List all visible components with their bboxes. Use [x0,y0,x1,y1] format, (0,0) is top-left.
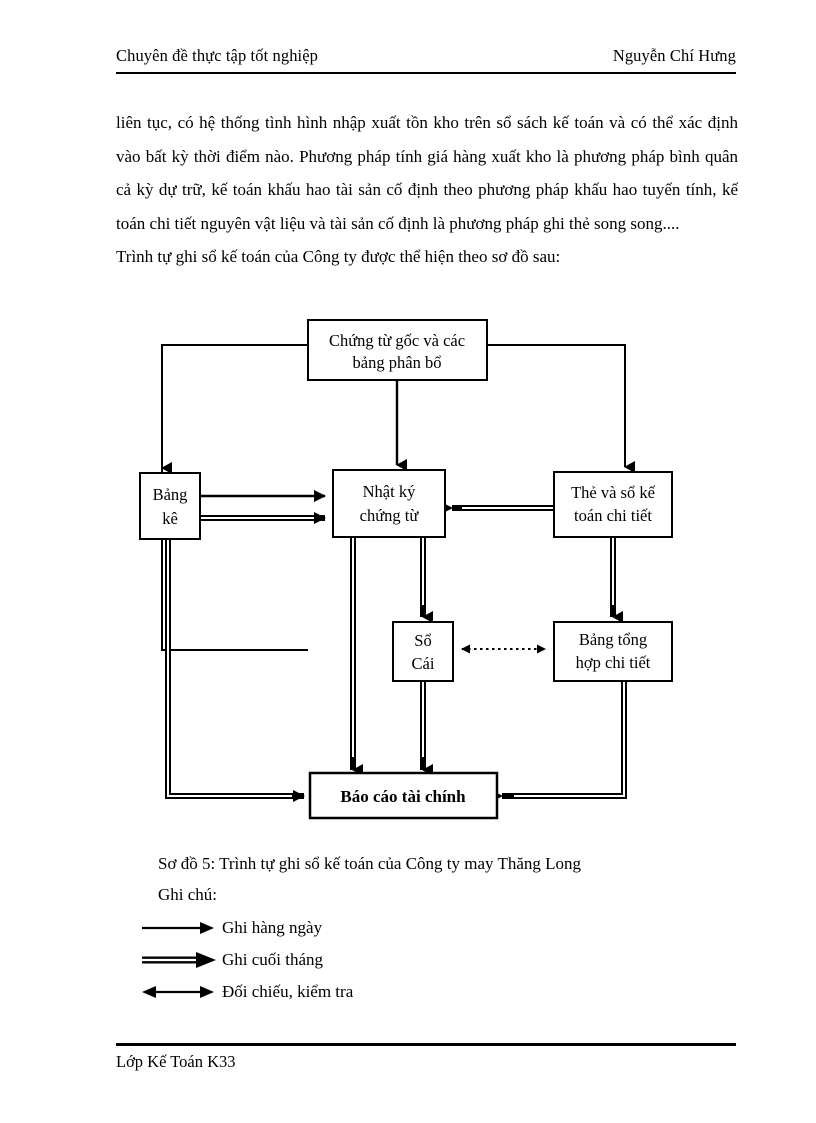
diagram-node-journal[interactable]: Nhật ký chứng từ [332,469,446,538]
node-label-source-docs-line1: Chứng từ gốc và các [329,331,465,350]
double-line-arrow-icon [140,952,218,968]
diagram-legend: Ghi hàng ngày Ghi cuối tháng Đối chi [140,912,560,1008]
node-label-detail-cards-line1: Thẻ và sổ kế [571,483,656,502]
footer-divider [116,1043,736,1046]
header-divider [116,72,736,74]
diagram-node-listing[interactable]: Bảng kê [139,472,201,540]
node-label-journal-line2: chứng từ [360,506,420,525]
node-label-detail-cards-line2: toán chi tiết [574,506,652,525]
diagram-node-summary[interactable]: Bảng tổng hợp chi tiết [553,621,673,682]
node-label-listing-line2: kê [162,509,178,528]
running-header: Chuyên đề thực tập tốt nghiệp Nguyễn Chí… [116,46,736,66]
node-label-summary-line1: Bảng tổng [579,630,647,649]
figure-caption: Sơ đồ 5: Trình tự ghi sổ kế toán của Côn… [158,854,582,873]
node-label-source-docs-line2: bảng phân bổ [353,353,442,372]
single-arrow-icon [140,920,218,936]
legend-label-monthly: Ghi cuối tháng [222,950,324,969]
figure-caption-block: Sơ đồ 5: Trình tự ghi sổ kế toán của Côn… [158,848,581,910]
node-label-summary-line2: hợp chi tiết [576,653,651,672]
legend-heading: Ghi chú: [158,885,218,904]
paragraph-continuation: liên tục, có hệ thống tình hình nhập xuấ… [116,113,738,233]
legend-item-monthly: Ghi cuối tháng [140,944,560,976]
header-left-text: Chuyên đề thực tập tốt nghiệp [116,46,319,65]
legend-item-daily: Ghi hàng ngày [140,912,560,944]
legend-label-reconcile: Đối chiếu, kiểm tra [222,982,354,1001]
footer-text: Lớp Kế Toán K33 [116,1052,236,1071]
bidirectional-arrow-icon [140,984,218,1000]
diagram-node-detail-cards[interactable]: Thẻ và sổ kế toán chi tiết [553,471,673,538]
legend-item-reconcile: Đối chiếu, kiểm tra [140,976,560,1008]
edge-source-to-detail-cards [487,344,635,473]
node-label-ledger-line1: Sổ [414,631,431,650]
diagram-node-source-documents[interactable]: Chứng từ gốc và các bảng phân bổ [307,319,488,381]
legend-label-daily: Ghi hàng ngày [222,918,323,937]
paragraph-diagram-lead-in: Trình tự ghi sổ kế toán của Công ty được… [116,247,561,266]
accounting-flow-diagram: Chứng từ gốc và các bảng phân bổ Bảng kê… [0,305,816,845]
body-text-block: liên tục, có hệ thống tình hình nhập xuấ… [116,106,738,274]
header-right-text: Nguyễn Chí Hưng [612,46,736,65]
diagram-canvas: Chứng từ gốc và các bảng phân bổ Bảng kê… [139,319,673,820]
node-label-listing-line1: Bảng [153,485,188,504]
diagram-node-financial-reports[interactable]: Báo cáo tài chính [308,771,499,820]
edge-listing-to-reports [165,539,305,802]
node-label-journal-line1: Nhật ký [363,482,416,501]
edge-summary-to-reports [491,681,627,802]
diagram-node-ledger[interactable]: Sổ Cái [392,621,454,682]
node-label-ledger-line2: Cái [412,654,435,673]
node-label-reports: Báo cáo tài chính [340,787,466,806]
